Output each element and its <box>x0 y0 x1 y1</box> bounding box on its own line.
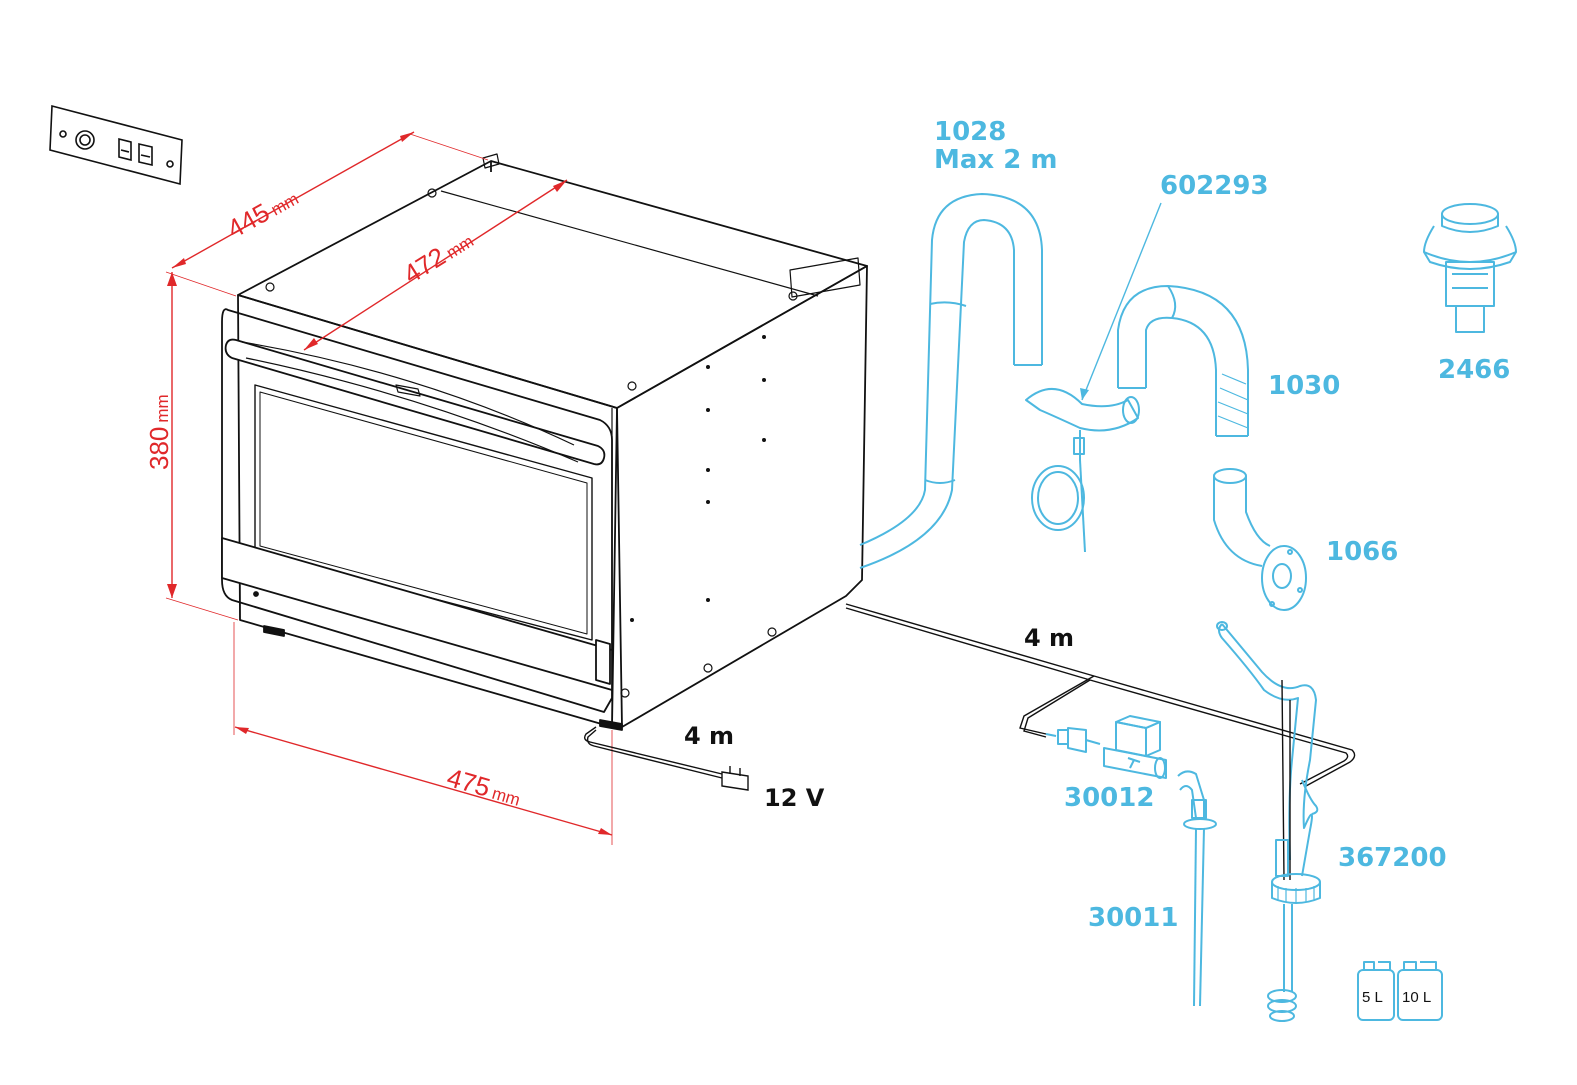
hose-1030-icon <box>1117 285 1249 437</box>
container-5l-label: 5 L <box>1362 989 1383 1006</box>
water-line <box>845 603 1356 787</box>
oven-unit <box>221 153 868 731</box>
part-1028-label: 1028 Max 2 m <box>934 118 1057 174</box>
probe-602293-icon <box>1025 202 1162 553</box>
pump-367200-icon <box>1216 621 1321 1022</box>
power-switch-icon <box>118 137 132 162</box>
button-2466-icon <box>1423 203 1517 333</box>
dimension-width-unit: mm <box>489 783 523 810</box>
power-cable-length-label: 4 m <box>684 722 735 750</box>
container-5l-icon: 5 L <box>1357 961 1395 1021</box>
part-2466-label: 2466 <box>1438 355 1511 385</box>
part-30012-label: 30012 <box>1064 783 1155 813</box>
part-1030-label: 1030 <box>1268 371 1341 401</box>
hose-1028-icon <box>859 193 1043 569</box>
water-line-length-label: 4 m <box>1024 624 1075 652</box>
power-voltage-label: 12 V <box>764 784 825 812</box>
part-1066-label: 1066 <box>1326 537 1399 567</box>
dimension-lines <box>165 131 613 845</box>
container-10l-icon: 10 L <box>1397 961 1443 1021</box>
flange-1066-icon <box>1213 468 1307 611</box>
power-cable <box>583 726 723 779</box>
part-30011-label: 30011 <box>1088 903 1179 933</box>
dimension-height-unit: mm <box>153 394 172 423</box>
power-plug-icon <box>721 766 749 791</box>
pipe-30011-icon <box>1177 770 1217 1007</box>
part-602293-label: 602293 <box>1160 171 1269 201</box>
mode-switch-icon <box>138 142 153 167</box>
dimension-height-label: 380 mm <box>144 394 175 470</box>
valve-30012-icon <box>1045 715 1167 779</box>
dimension-height-value: 380 <box>144 426 174 470</box>
cables <box>583 603 1356 791</box>
part-367200-label: 367200 <box>1338 843 1447 873</box>
part-1028-note: Max 2 m <box>934 145 1058 175</box>
parts-blue: 5 L 10 L <box>859 193 1517 1022</box>
container-10l-label: 10 L <box>1402 989 1431 1006</box>
control-panel <box>49 104 183 186</box>
part-1028-number: 1028 <box>934 117 1007 147</box>
